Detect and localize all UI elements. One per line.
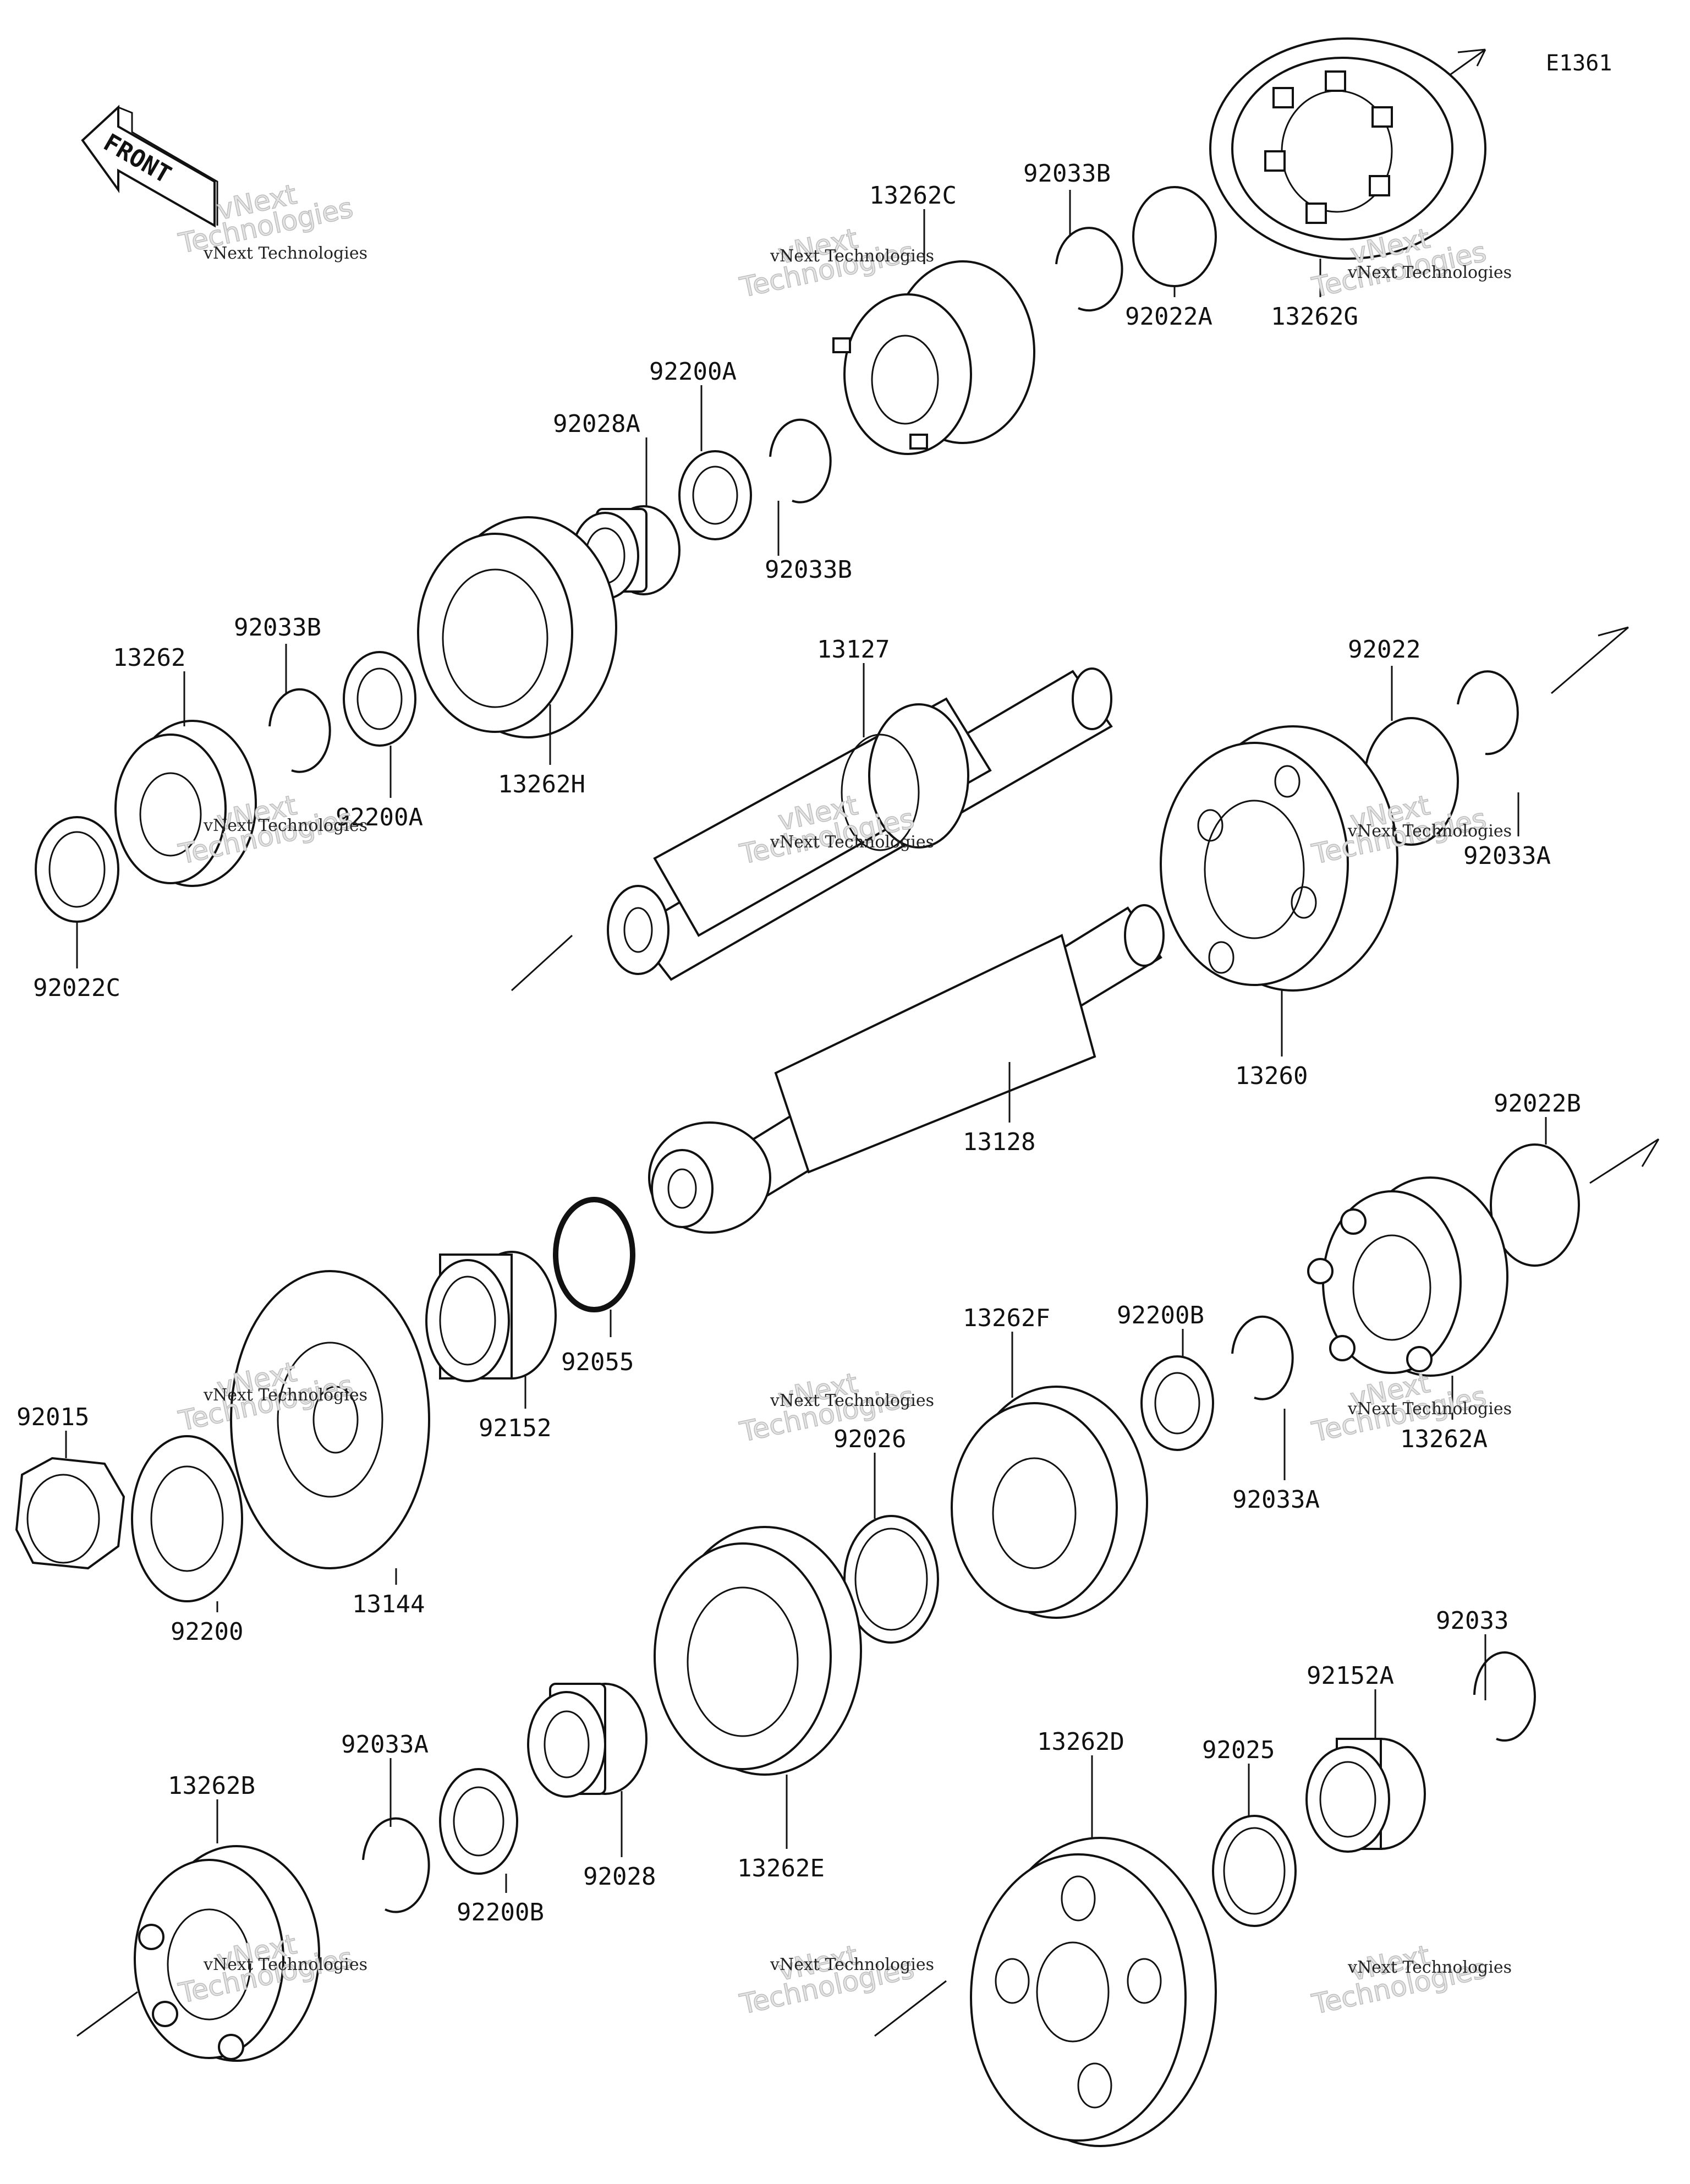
label-92025: 92025	[1202, 1736, 1275, 1764]
watermark-text-9: vNext Technologies	[1347, 1399, 1512, 1419]
watermark-text-1: vNext Technologies	[203, 244, 367, 263]
watermark-text-4: vNext Technologies	[203, 816, 367, 835]
circlip-92033a-low	[362, 1817, 430, 1913]
bearing-92152a	[1305, 1738, 1426, 1853]
label-13262c: 13262C	[869, 182, 957, 210]
label-92022c: 92022C	[33, 974, 120, 1002]
washer-92200a-top	[678, 450, 752, 540]
label-13262g: 13262G	[1271, 303, 1358, 331]
label-92033a-low: 92033A	[341, 1731, 429, 1759]
circlip-92033a-mid	[1231, 1315, 1294, 1400]
gear-13262c	[832, 260, 1035, 455]
ring-92022b	[1490, 1143, 1580, 1267]
gear-13262	[114, 720, 257, 887]
label-92015: 92015	[17, 1403, 89, 1431]
label-13262: 13262	[113, 644, 185, 672]
watermark-text-8: vNext Technologies	[770, 1391, 934, 1410]
label-92022b: 92022B	[1494, 1090, 1581, 1118]
label-92055: 92055	[561, 1348, 634, 1376]
watermark-text-11: vNext Technologies	[770, 1955, 934, 1974]
circlip-92033b-mid	[769, 418, 832, 503]
label-92152a: 92152A	[1307, 1662, 1394, 1690]
watermark-11: Technologies vNext	[737, 1939, 918, 2021]
sprocket-13144	[230, 1270, 430, 1569]
gear-13262f	[951, 1386, 1148, 1619]
label-92200: 92200	[171, 1618, 243, 1646]
gear-13262h	[417, 516, 617, 738]
washer-92200a-left	[343, 651, 416, 747]
label-13262h: 13262H	[498, 770, 585, 798]
washer-92200b-mid	[1140, 1355, 1214, 1451]
circlip-92033b-top	[1055, 227, 1123, 312]
ring-92022a	[1132, 186, 1217, 287]
label-13262d: 13262D	[1037, 1728, 1124, 1756]
bearing-92028a	[571, 505, 681, 600]
circlip-92033b-left	[268, 688, 331, 773]
label-13260: 13260	[1235, 1062, 1308, 1090]
gear-13262b	[134, 1845, 320, 2062]
label-92152: 92152	[479, 1414, 551, 1442]
circlip-92033	[1473, 1651, 1536, 1742]
washer-92200b-low	[439, 1768, 518, 1875]
label-92200b-mid: 92200B	[1117, 1301, 1204, 1329]
watermark-text-5: vNext Technologies	[770, 833, 934, 852]
label-13262b: 13262B	[168, 1772, 255, 1800]
ring-92025	[1212, 1815, 1297, 1927]
label-92028: 92028	[583, 1863, 656, 1891]
watermark-text-12: vNext Technologies	[1347, 1958, 1512, 1977]
label-92022: 92022	[1348, 636, 1420, 664]
watermark-text-2: vNext Technologies	[770, 247, 934, 266]
shaft-13127	[607, 667, 1113, 981]
gear-13262g	[1209, 37, 1486, 260]
gear-13260	[1160, 725, 1398, 992]
label-92022a: 92022A	[1125, 303, 1212, 331]
gear-13262e	[654, 1526, 862, 1776]
watermark-text-10: vNext Technologies	[203, 1955, 367, 1974]
part-labels: 13262C 92033B 92022A 13262G 92200A 92028…	[17, 160, 1581, 1926]
label-13262f: 13262F	[963, 1304, 1050, 1332]
label-92026: 92026	[833, 1425, 906, 1453]
leader-lines	[65, 190, 1547, 1893]
label-92200a-left: 92200A	[336, 803, 423, 831]
washer-92200	[131, 1435, 243, 1602]
label-13262e: 13262E	[737, 1854, 825, 1882]
gear-13262d	[970, 1837, 1217, 2147]
gear-13262a	[1307, 1176, 1508, 1377]
nut-92015	[15, 1457, 125, 1570]
label-13128: 13128	[963, 1128, 1035, 1156]
label-92200b-low: 92200B	[457, 1898, 544, 1926]
label-92033b-left: 92033B	[234, 614, 321, 642]
label-92028a: 92028A	[553, 410, 640, 438]
label-13127: 13127	[817, 636, 890, 664]
diagram-code: E1361	[1546, 51, 1612, 76]
label-13262a: 13262A	[1400, 1425, 1488, 1453]
label-92033: 92033	[1436, 1607, 1508, 1635]
watermarks: Technologies vNext vNext Technologies Te…	[175, 178, 1512, 2021]
label-92033a-right: 92033A	[1463, 842, 1551, 870]
label-13144: 13144	[352, 1590, 425, 1618]
label-92200a-top: 92200A	[649, 358, 737, 386]
bearing-92028	[527, 1683, 648, 1798]
front-arrow-icon: FRONT	[81, 105, 218, 228]
watermark-text-7: vNext Technologies	[203, 1386, 367, 1405]
oring-92055	[553, 1197, 635, 1312]
circlip-92033a-right	[1457, 670, 1519, 756]
label-92033b-top: 92033B	[1023, 160, 1111, 188]
label-92033a-mid: 92033A	[1232, 1486, 1320, 1514]
watermark-text-3: vNext Technologies	[1347, 263, 1512, 282]
label-92033b-mid: 92033B	[765, 556, 852, 584]
bearing-92152	[425, 1251, 557, 1382]
watermark-text-6: vNext Technologies	[1347, 822, 1512, 841]
shaft-13128	[648, 904, 1165, 1234]
